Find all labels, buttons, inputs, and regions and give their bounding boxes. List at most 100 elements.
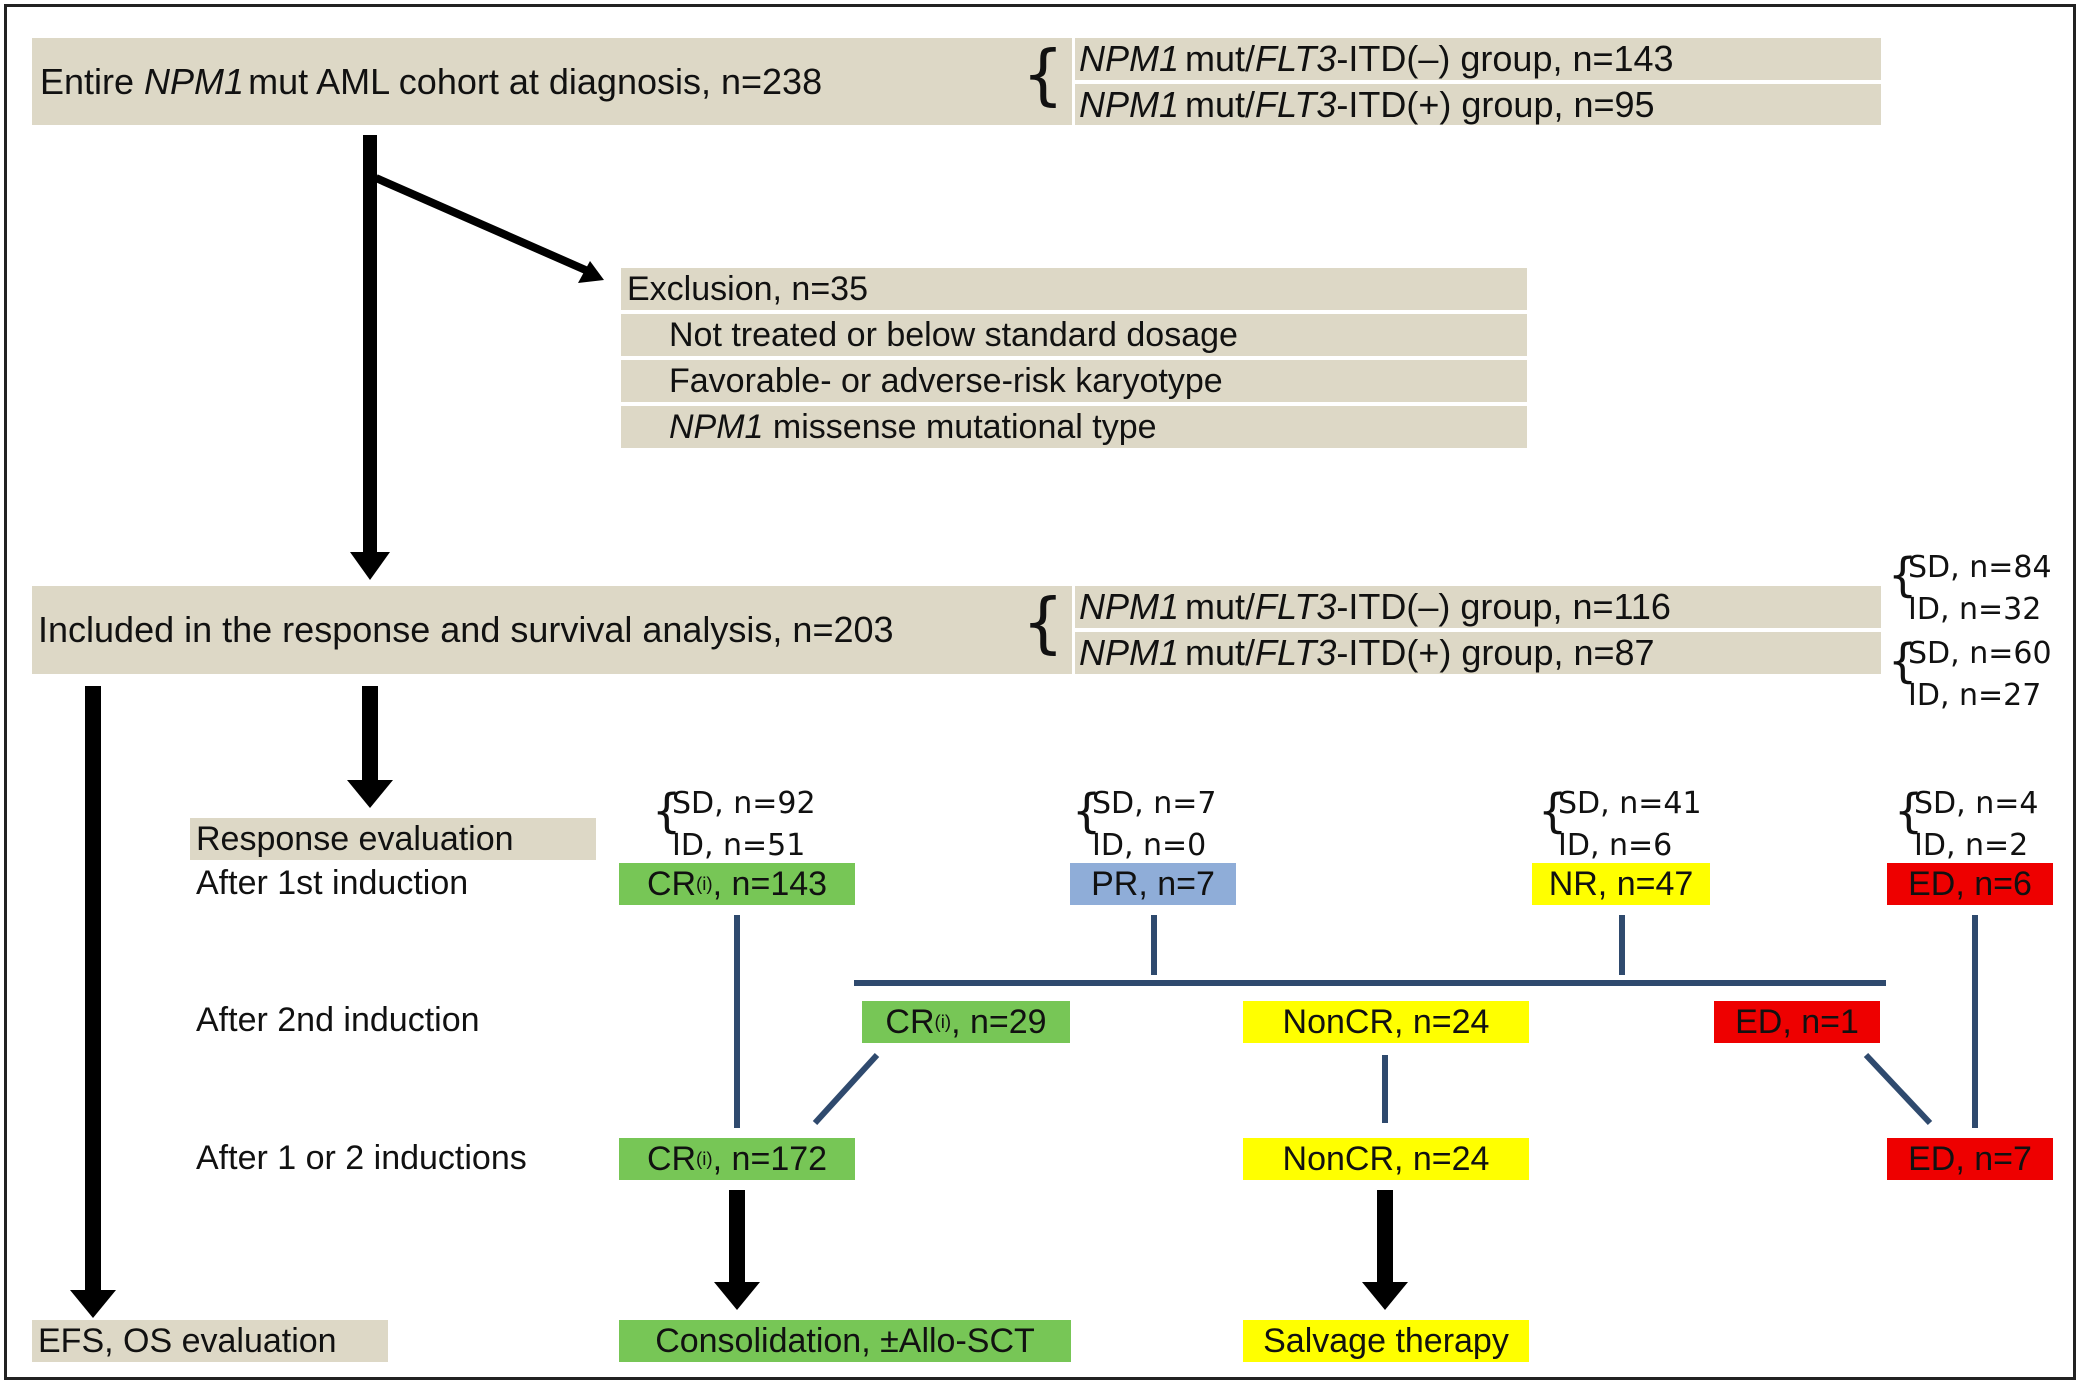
cohort-brace: { (1022, 36, 1064, 113)
group1-suffix: -ITD(–) group, n=143 (1336, 38, 1674, 79)
ed-brace: { (1894, 784, 1924, 838)
gene-npm1: NPM1 (1079, 83, 1180, 125)
cr-count: , n=29 (951, 1002, 1047, 1041)
gene-npm1: NPM1 (1079, 632, 1180, 673)
gene-npm1: NPM1 (1079, 38, 1180, 79)
cohort-gene: NPM1 (144, 60, 245, 102)
g2-subtype-brace: { (1888, 634, 1918, 688)
exclusion-title: Exclusion, n=35 (627, 269, 868, 308)
consolidation-box: Consolidation, ±Allo-SCT (619, 1320, 1071, 1362)
g2-sd-count: SD, n=60 (1908, 636, 2052, 671)
efs-os-label: EFS, OS evaluation (38, 1321, 337, 1360)
ed-first-box: ED, n=6 (1887, 863, 2053, 905)
ed-sd: SD, n=4 (1914, 786, 2039, 821)
group2-suffix: -ITD(+) group, n=87 (1336, 632, 1655, 673)
group1-suffix: -ITD(–) group, n=116 (1336, 586, 1671, 627)
g1-sd-count: SD, n=84 (1908, 550, 2052, 585)
cohort-label-suffix: mut AML cohort at diagnosis, n=238 (248, 60, 823, 102)
cr1-sd: SD, n=92 (672, 786, 816, 821)
exclusion-item-2-text: Favorable- or adverse-risk karyotype (669, 361, 1223, 400)
connector-cr29-to-cr172 (812, 1052, 880, 1126)
cr-count: , n=143 (712, 864, 828, 903)
noncr-label: NonCR, n=24 (1282, 1002, 1490, 1041)
pr-id: ID, n=0 (1092, 828, 1207, 863)
cr-label: CR (646, 1139, 697, 1178)
gene-flt3: FLT3 (1255, 632, 1337, 673)
gene-npm1: NPM1 (1079, 586, 1180, 627)
gene-flt3: FLT3 (1255, 586, 1337, 627)
group-mid: mut/ (1185, 83, 1256, 125)
cr-subscript: (i) (934, 1011, 952, 1032)
exclusion-item-1: Not treated or below standard dosage (621, 314, 1527, 356)
gene-flt3: FLT3 (1255, 83, 1337, 125)
cr-subscript: (i) (696, 873, 713, 894)
group2-suffix: -ITD(+) group, n=95 (1336, 83, 1655, 125)
noncr-second-box: NonCR, n=24 (1243, 1001, 1529, 1043)
group-mid: mut/ (1185, 38, 1256, 79)
ed-second-box: ED, n=1 (1714, 1001, 1880, 1043)
gene-flt3: FLT3 (1255, 38, 1337, 79)
nr-sd: SD, n=41 (1558, 786, 1702, 821)
cr-second-box: CR(i), n=29 (862, 1001, 1070, 1043)
response-evaluation-label: Response evaluation (196, 819, 514, 858)
cr-label: CR (646, 864, 697, 903)
nr-first-box: NR, n=47 (1532, 863, 1710, 905)
cohort-label-prefix: Entire (40, 60, 145, 102)
pr-brace: { (1072, 784, 1102, 838)
group-mid: mut/ (1185, 586, 1256, 627)
connector-ed1-to-ed7 (1863, 1052, 1933, 1126)
arrow-response-head (347, 780, 393, 808)
nr-id: ID, n=6 (1558, 828, 1673, 863)
gene-npm1: NPM1 (669, 407, 764, 446)
after-1st-induction-label: After 1st induction (196, 864, 469, 902)
exclusion-title-box: Exclusion, n=35 (621, 268, 1527, 310)
after-2nd-induction-label: After 2nd induction (196, 1001, 480, 1039)
cr-subscript: (i) (696, 1148, 713, 1169)
salvage-label: Salvage therapy (1263, 1321, 1509, 1360)
cr1-id: ID, n=51 (672, 828, 806, 863)
g1-subtype-brace: { (1888, 548, 1918, 602)
exclusion-item-3-text: missense mutational type (763, 407, 1157, 446)
arrow-main-head (350, 552, 390, 580)
ed-label: ED, n=7 (1908, 1139, 2032, 1178)
pr-sd: SD, n=7 (1092, 786, 1217, 821)
cr-count: , n=172 (712, 1139, 828, 1178)
arrow-consolidation-head (714, 1282, 760, 1310)
efs-os-box: EFS, OS evaluation (32, 1320, 388, 1362)
exclusion-item-3: NPM1 missense mutational type (621, 406, 1527, 448)
ed-label: ED, n=1 (1735, 1002, 1859, 1041)
exclusion-item-2: Favorable- or adverse-risk karyotype (621, 360, 1527, 402)
cr-first-box: CR(i), n=143 (619, 863, 855, 905)
g2-id-count: ID, n=27 (1908, 678, 2042, 713)
cr-label: CR (885, 1002, 935, 1041)
ed-id: ID, n=2 (1914, 828, 2029, 863)
cr1-brace: { (652, 784, 682, 838)
pr-label: PR, n=7 (1091, 864, 1215, 903)
group-mid: mut/ (1185, 632, 1256, 673)
included-brace: { (1022, 584, 1064, 661)
response-evaluation-box: Response evaluation (190, 818, 596, 860)
ed-total-box: ED, n=7 (1887, 1138, 2053, 1180)
nr-label: NR, n=47 (1548, 864, 1694, 903)
arrow-exclusion (374, 174, 592, 276)
consolidation-label: Consolidation, ±Allo-SCT (655, 1321, 1035, 1360)
noncr-total-box: NonCR, n=24 (1243, 1138, 1529, 1180)
included-box: Included in the response and survival an… (32, 586, 1072, 674)
arrow-efs-head (70, 1290, 116, 1318)
pr-first-box: PR, n=7 (1070, 863, 1236, 905)
g1-id-count: ID, n=32 (1908, 592, 2042, 627)
noncr-label: NonCR, n=24 (1282, 1139, 1490, 1178)
arrow-exclusion-head (578, 261, 604, 283)
cr-total-box: CR(i), n=172 (619, 1138, 855, 1180)
figure-frame (4, 4, 2076, 1380)
exclusion-item-1-text: Not treated or below standard dosage (669, 315, 1238, 354)
ed-label: ED, n=6 (1908, 864, 2032, 903)
after-1-or-2-inductions-label: After 1 or 2 inductions (196, 1139, 527, 1177)
arrow-salvage-head (1362, 1282, 1408, 1310)
